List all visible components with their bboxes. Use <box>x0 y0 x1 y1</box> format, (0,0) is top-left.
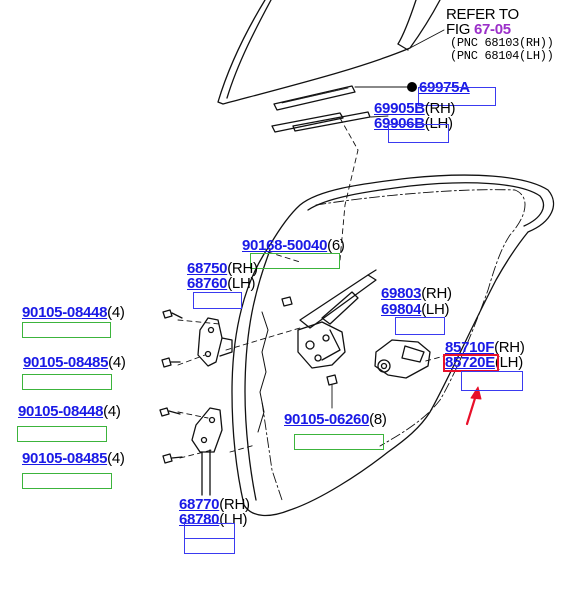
part-link-box-68750[interactable] <box>193 292 242 309</box>
part-number-69804[interactable]: 69804 <box>381 301 422 318</box>
door-panel-outline <box>231 174 555 517</box>
part-number-85710F[interactable]: 85710F <box>445 339 495 356</box>
side-69803: (RH) <box>421 285 452 302</box>
side-85720E: (LH) <box>494 354 523 371</box>
part-link-box-90168-50040[interactable] <box>250 253 340 269</box>
part-label-90105-08485-upper[interactable]: 90105-08485(4) <box>23 355 126 370</box>
part-number-90105-06260[interactable]: 90105-06260 <box>284 411 370 428</box>
part-link-box-90105-06260[interactable] <box>294 434 384 450</box>
highlight-arrow <box>465 386 482 426</box>
part-number-68750[interactable]: 68750 <box>187 260 228 277</box>
part-number-69905B[interactable]: 69905B <box>374 100 425 117</box>
qty-90105-08485-lower: (4) <box>107 450 125 467</box>
lower-hinge <box>191 407 223 496</box>
part-link-box-68770[interactable] <box>184 523 235 539</box>
part-label-68770[interactable]: 68770(RH) <box>179 497 250 512</box>
refer-to-label: REFER TO <box>446 6 519 23</box>
part-number-90168-50040[interactable]: 90168-50040 <box>242 237 328 254</box>
part-label-90168-50040[interactable]: 90168-50040(6) <box>242 238 345 253</box>
run-channel-lower <box>271 111 371 133</box>
part-link-box-68780[interactable] <box>184 538 235 554</box>
qty-90105-08485-upper: (4) <box>108 354 126 371</box>
run-channel-upper <box>273 85 356 111</box>
part-link-box-69905B[interactable] <box>388 124 449 143</box>
part-label-69905B[interactable]: 69905B(RH) <box>374 100 456 117</box>
side-68750: (RH) <box>227 260 258 277</box>
side-85710F: (RH) <box>494 339 525 356</box>
highlight-box-85720E <box>443 354 499 372</box>
pnc-rh-label: (PNC 68103(RH)) <box>450 36 554 50</box>
upper-hinge <box>197 317 233 367</box>
pnc-lh-label: (PNC 68104(LH)) <box>450 49 554 63</box>
door-glass <box>217 0 441 105</box>
qty-90105-08448-lower: (4) <box>103 403 121 420</box>
side-68770: (RH) <box>219 496 250 513</box>
side-68760: (LH) <box>227 275 256 292</box>
qty-90168-50040: (6) <box>327 237 345 254</box>
part-label-85720E[interactable]: 85720E(LH) <box>445 355 523 370</box>
part-label-85710F[interactable]: 85710F(RH) <box>445 340 525 355</box>
part-link-box-69803[interactable] <box>395 317 445 335</box>
part-label-90105-08485-lower[interactable]: 90105-08485(4) <box>22 451 125 466</box>
part-link-box-90105-08485-upper[interactable] <box>22 374 112 390</box>
part-number-68770[interactable]: 68770 <box>179 496 220 513</box>
part-label-90105-06260[interactable]: 90105-06260(8) <box>284 412 387 427</box>
clip-dot-icon <box>407 82 417 92</box>
part-number-90105-08485-upper[interactable]: 90105-08485 <box>23 354 109 371</box>
side-69906B: (LH) <box>424 115 453 132</box>
part-label-90105-08448-upper[interactable]: 90105-08448(4) <box>22 305 125 320</box>
part-link-box-90105-08448-upper[interactable] <box>22 322 111 338</box>
part-link-box-90105-08448-lower[interactable] <box>17 426 107 442</box>
part-link-box-90105-08485-lower[interactable] <box>22 473 112 489</box>
regulator-motor <box>374 339 431 379</box>
side-69905B: (RH) <box>424 100 456 117</box>
part-number-90105-08448-lower[interactable]: 90105-08448 <box>18 403 104 420</box>
part-number-69803[interactable]: 69803 <box>381 285 422 302</box>
part-number-68760[interactable]: 68760 <box>187 275 228 292</box>
qty-90105-06260: (8) <box>369 411 387 428</box>
figure-number-link[interactable]: 67-05 <box>473 21 511 38</box>
part-link-box-69975A[interactable] <box>418 87 496 106</box>
qty-90105-08448-upper: (4) <box>107 304 125 321</box>
part-label-69906B[interactable]: 69906B(LH) <box>374 116 453 131</box>
part-number-85720E[interactable]: 85720E <box>445 354 495 371</box>
part-label-68760[interactable]: 68760(LH) <box>187 276 255 291</box>
part-link-box-85710F[interactable] <box>461 371 523 391</box>
part-label-90105-08448-lower[interactable]: 90105-08448(4) <box>18 404 121 419</box>
part-number-90105-08485-lower[interactable]: 90105-08485 <box>22 450 108 467</box>
window-regulator <box>297 269 377 369</box>
part-number-69906B[interactable]: 69906B <box>374 115 425 132</box>
figure-prefix: FIG <box>446 21 474 38</box>
figure-reference[interactable]: FIG 67-05 <box>446 22 511 37</box>
side-69804: (LH) <box>421 301 450 318</box>
part-number-90105-08448-upper[interactable]: 90105-08448 <box>22 304 108 321</box>
part-label-69804[interactable]: 69804(LH) <box>381 302 449 317</box>
bolt-icons <box>159 296 338 464</box>
part-label-69803[interactable]: 69803(RH) <box>381 286 452 301</box>
part-label-68750[interactable]: 68750(RH) <box>187 261 258 276</box>
